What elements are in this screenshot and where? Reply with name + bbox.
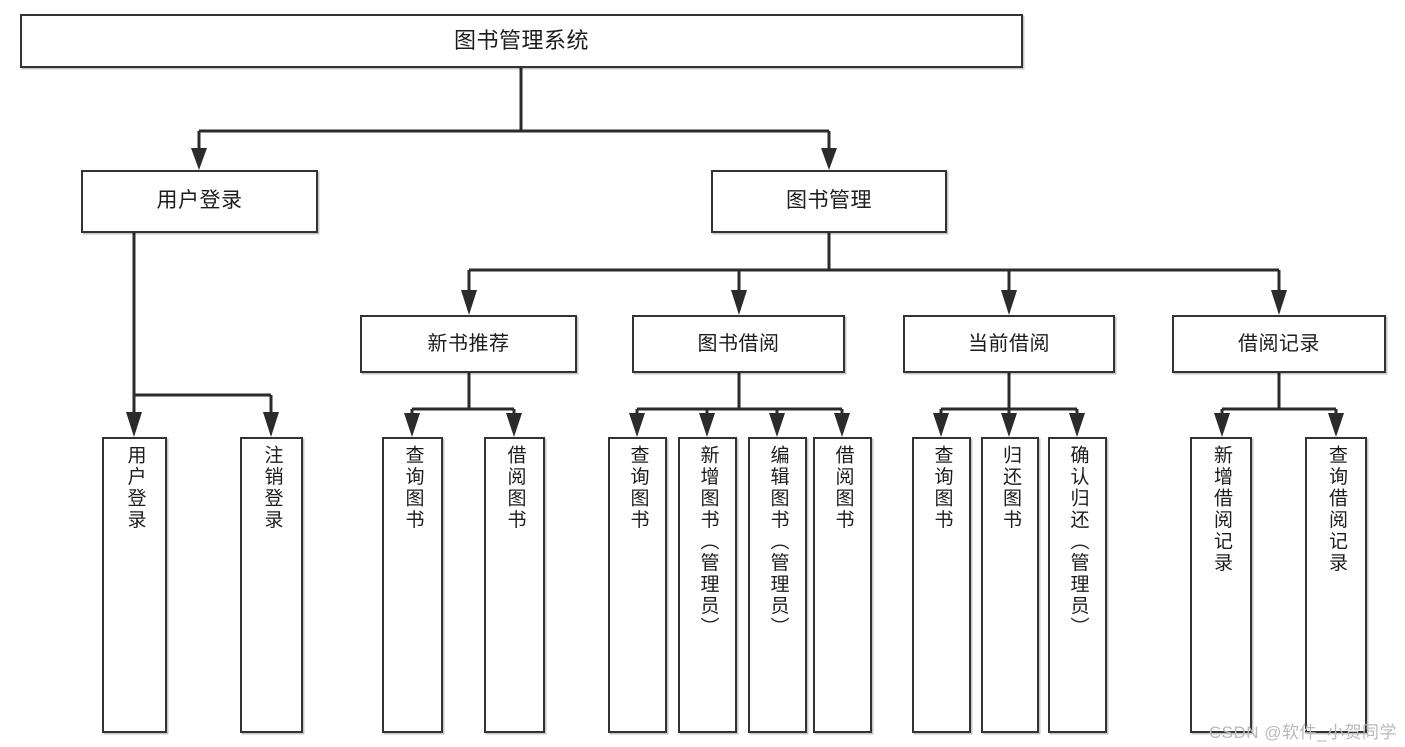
node-label: 借阅记录	[1238, 332, 1320, 355]
arrow-head-leaf-10	[1001, 413, 1017, 437]
node-book-borrow[interactable]: 图书借阅	[632, 315, 845, 373]
leaf-return-books[interactable]: 归还图书	[981, 437, 1039, 733]
arrow-head-to-book-mgmt	[821, 148, 837, 170]
node-root-system[interactable]: 图书管理系统	[20, 14, 1023, 68]
node-label: 当前借阅	[968, 332, 1050, 355]
arrow-head-leaf-13	[1328, 413, 1344, 437]
node-new-book-recommend[interactable]: 新书推荐	[360, 315, 577, 373]
leaf-logout[interactable]: 注销登录	[240, 437, 303, 733]
leaf-label: 新增借阅记录	[1210, 445, 1232, 574]
leaf-query-books-new[interactable]: 查询图书	[382, 437, 443, 733]
arrow-head-leaf-3	[404, 413, 420, 437]
leaf-query-books-current[interactable]: 查询图书	[912, 437, 971, 733]
arrow-head-leaf-1	[126, 412, 142, 437]
arrow-head-leaf-6	[699, 413, 715, 437]
node-label: 图书管理	[786, 189, 872, 213]
leaf-query-books-borrow[interactable]: 查询图书	[608, 437, 667, 733]
leaf-borrow-books[interactable]: 借阅图书	[813, 437, 872, 733]
leaf-label: 查询图书	[931, 445, 953, 531]
leaf-label: 编辑图书（管理员）	[767, 445, 789, 639]
node-label: 新书推荐	[427, 332, 510, 355]
arrow-head-to-borrow-record	[1271, 290, 1287, 315]
leaf-label: 借阅图书	[832, 445, 854, 531]
leaf-label: 确认归还（管理员）	[1067, 445, 1089, 639]
arrow-head-to-new-books	[461, 290, 477, 315]
arrow-head-leaf-9	[933, 413, 949, 437]
leaf-query-borrow-record[interactable]: 查询借阅记录	[1305, 437, 1367, 733]
arrow-head-to-user-login	[191, 148, 207, 170]
node-book-management[interactable]: 图书管理	[711, 170, 947, 233]
leaf-label: 用户登录	[124, 445, 146, 531]
leaf-label: 查询借阅记录	[1325, 445, 1347, 574]
arrow-head-leaf-5	[629, 413, 645, 437]
arrow-head-leaf-8	[834, 413, 850, 437]
leaf-add-borrow-record[interactable]: 新增借阅记录	[1190, 437, 1252, 733]
node-borrow-record[interactable]: 借阅记录	[1172, 315, 1386, 373]
arrow-head-to-current-borrow	[1001, 290, 1017, 315]
leaf-add-book-admin[interactable]: 新增图书（管理员）	[678, 437, 737, 733]
leaf-label: 归还图书	[999, 445, 1021, 531]
leaf-label: 查询图书	[627, 445, 649, 531]
leaf-borrow-books-new[interactable]: 借阅图书	[484, 437, 545, 733]
leaf-label: 新增图书（管理员）	[697, 445, 719, 639]
leaf-user-login[interactable]: 用户登录	[102, 437, 167, 733]
leaf-label: 借阅图书	[504, 445, 526, 531]
leaf-label: 注销登录	[261, 445, 283, 531]
arrow-head-leaf-7	[769, 413, 785, 437]
node-label: 用户登录	[156, 189, 243, 213]
arrow-head-leaf-4	[506, 413, 522, 437]
leaf-label: 查询图书	[402, 445, 424, 531]
arrow-head-to-book-borrow	[731, 290, 747, 315]
leaf-confirm-return-admin[interactable]: 确认归还（管理员）	[1048, 437, 1107, 733]
arrow-head-leaf-12	[1214, 413, 1230, 437]
node-user-login[interactable]: 用户登录	[81, 170, 318, 233]
node-current-borrow[interactable]: 当前借阅	[903, 315, 1115, 373]
node-label: 图书管理系统	[453, 28, 589, 54]
arrow-head-leaf-2	[263, 412, 279, 437]
arrow-head-leaf-11	[1069, 413, 1085, 437]
node-label: 图书借阅	[697, 332, 780, 355]
csdn-watermark: CSDN @软件_小贺同学	[1208, 723, 1397, 742]
leaf-edit-book-admin[interactable]: 编辑图书（管理员）	[748, 437, 807, 733]
